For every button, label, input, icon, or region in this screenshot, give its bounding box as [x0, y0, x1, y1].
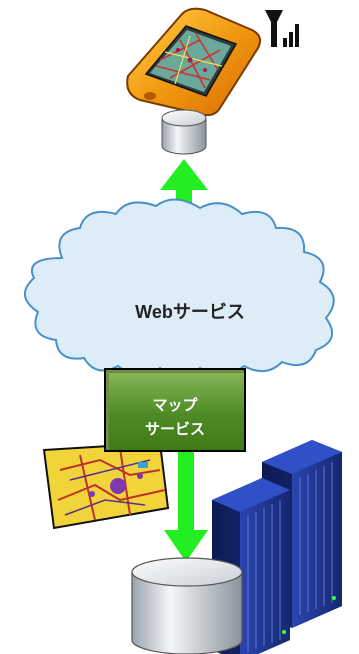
web-service-label: Webサービス: [135, 302, 245, 322]
map-service-label-line2: サービス: [144, 421, 205, 438]
map-service-box: マップ サービス: [104, 368, 246, 452]
server-rack-icon: [212, 440, 342, 654]
mobile-gps-device-icon: [126, 7, 261, 117]
signal-strength-icon: [265, 10, 299, 47]
map-service-label-line1: マップ: [152, 397, 198, 414]
database-cylinder-large-icon: [131, 557, 243, 654]
map-thumbnail-icon: [42, 441, 170, 530]
database-cylinder-icon: [161, 109, 207, 155]
web-service-cloud: [24, 198, 335, 376]
download-arrow: [164, 452, 208, 562]
